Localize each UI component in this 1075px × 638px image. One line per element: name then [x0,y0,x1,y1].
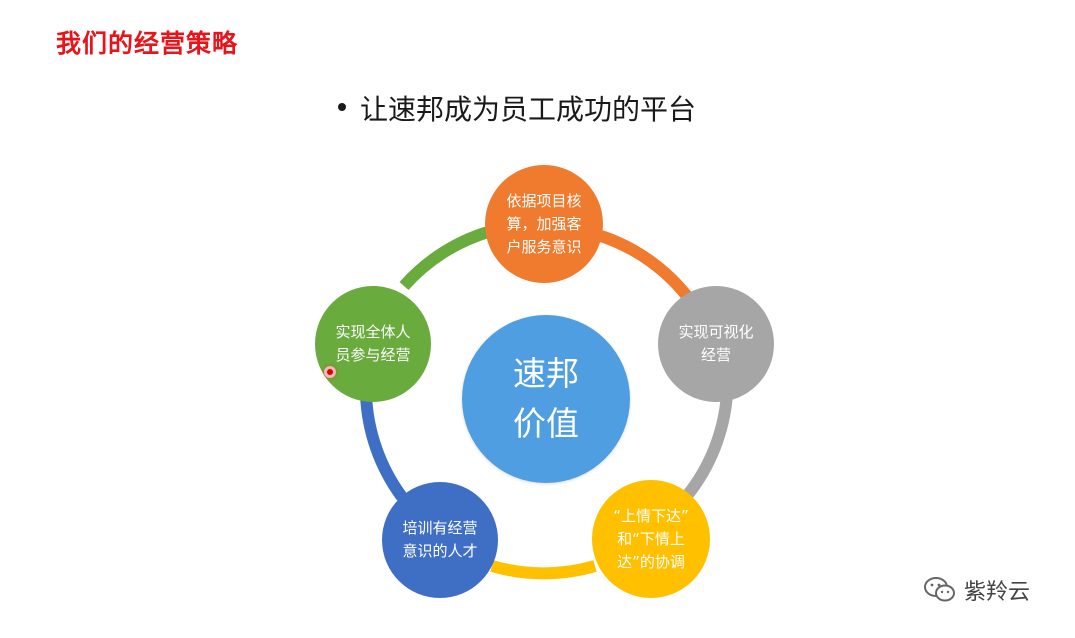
node-line: 培训有经营 [402,519,478,537]
center-line-1: 速邦 [513,354,579,393]
node-visual-management: 实现可视化 经营 [658,286,774,402]
node-project-accounting: 依据项目核 算，加强客 户服务意识 [485,165,603,283]
watermark-text: 紫羚云 [964,580,1031,605]
arc-left-top [399,226,490,291]
slide-title: 我们的经营策略 [56,29,239,58]
arc-right-bottom [681,393,733,501]
bullet-dot-icon [338,103,346,111]
node-communication: “上情下达” 和“下情上 达”的协调 [592,480,710,598]
node-line: 和“下情上 [617,529,685,548]
wechat-icon [924,577,955,602]
node-line: 经营 [700,346,731,364]
node-line: 员参与经营 [335,346,411,364]
center-line-2: 价值 [513,404,579,443]
bullet-text: 让速邦成为员工成功的平台 [360,93,697,126]
watermark: 紫羚云 [922,572,1030,608]
node-line: 意识的人才 [402,542,478,560]
node-line: “上情下达” [613,506,689,525]
node-line: 户服务意识 [506,237,582,256]
node-line: 达”的协调 [617,552,685,571]
arc-bottom-left [360,393,407,501]
pointer-cursor-icon [324,366,336,378]
node-line: 实现可视化 [678,323,754,341]
node-line: 算，加强客 [506,214,582,233]
arc-top-right [599,230,695,304]
node-line: 依据项目核 [506,191,582,210]
node-full-participation: 实现全体人 员参与经营 [315,286,431,402]
bullet-item: 让速邦成为员工成功的平台 [338,88,696,128]
center-value-circle: 速邦 价值 [462,315,630,483]
node-talent-training: 培训有经营 意识的人才 [382,482,498,598]
arc-bottom [490,560,597,580]
node-line: 实现全体人 [335,323,411,341]
